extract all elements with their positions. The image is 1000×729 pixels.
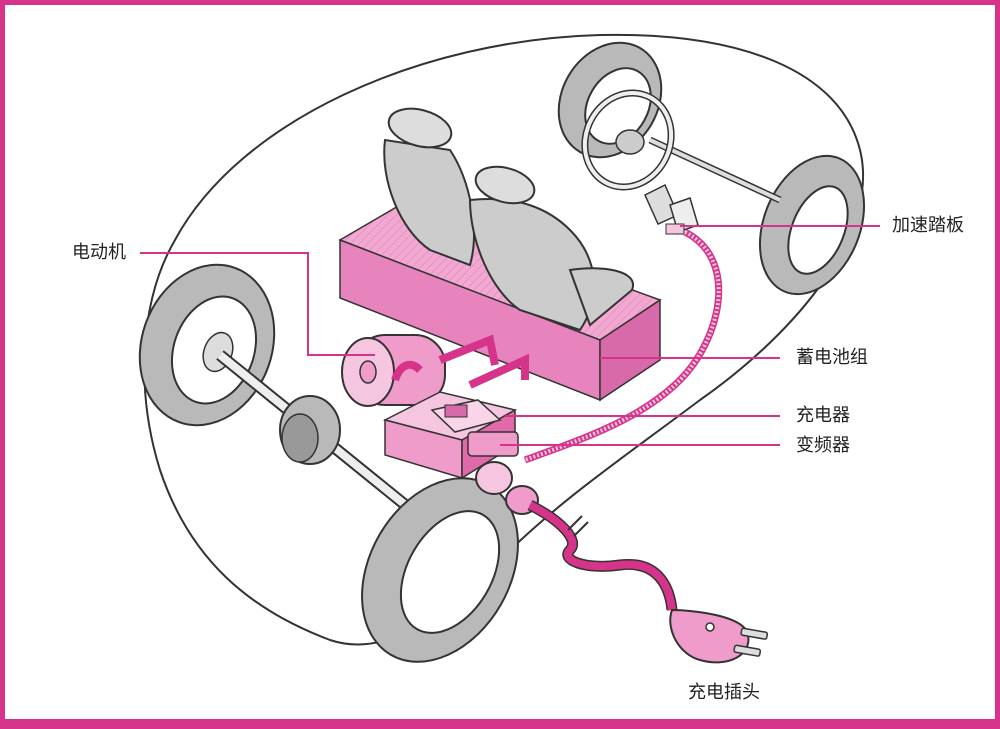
rear-axle [216, 350, 434, 530]
label-battery-pack: 蓄电池组 [796, 347, 868, 368]
charging-plug [669, 608, 769, 664]
rear-left-wheel [138, 263, 276, 427]
seats [383, 107, 635, 332]
frame-corner-mark [0, 719, 32, 729]
charging-cable [475, 461, 678, 611]
accelerator-pedal [644, 183, 699, 235]
steering-wheel [581, 89, 675, 191]
label-accelerator-pedal: 加速踏板 [892, 215, 964, 236]
label-charger: 充电器 [796, 405, 850, 426]
electric-motor [341, 334, 446, 407]
leader-lines [140, 225, 880, 446]
car-body-outline [143, 33, 865, 646]
charger-inverter-unit [382, 334, 529, 480]
label-motor: 电动机 [72, 242, 126, 263]
label-charging-plug: 充电插头 [688, 682, 760, 703]
leader-motor [140, 252, 375, 356]
label-inverter: 变频器 [796, 435, 850, 456]
rear-right-wheel [361, 477, 519, 663]
